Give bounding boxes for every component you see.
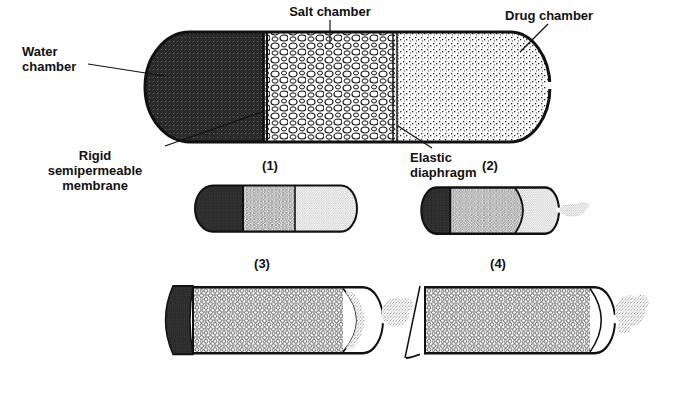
callout-number: (4) xyxy=(478,256,518,271)
part-label: Water chamber xyxy=(22,44,88,74)
part-label: Drug chamber xyxy=(505,8,625,23)
callout-number: (3) xyxy=(242,256,282,271)
part-label: Rigid semipermeable membrane xyxy=(45,148,145,193)
part-label: Elastic diaphragm xyxy=(410,150,490,180)
stage-4-capsule xyxy=(405,286,649,358)
callout-number: (1) xyxy=(250,158,290,173)
stage-3-capsule xyxy=(166,286,414,354)
stage-2-capsule xyxy=(420,186,589,236)
main-capsule xyxy=(140,28,555,148)
callout-number: (2) xyxy=(470,158,510,173)
part-label: Salt chamber xyxy=(270,4,390,19)
leader-lines xyxy=(88,20,548,148)
stage-1-capsule xyxy=(193,184,359,234)
